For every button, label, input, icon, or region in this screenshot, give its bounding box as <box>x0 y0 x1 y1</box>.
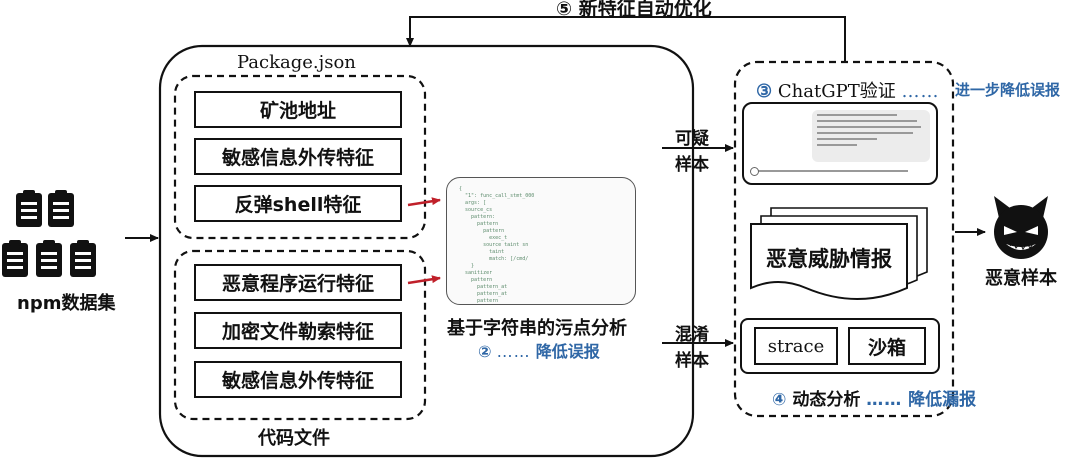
static-analysis-frame <box>158 44 695 458</box>
dynamic-num: ④ <box>772 390 787 410</box>
strace-box: strace <box>754 327 838 365</box>
package-title: Package.json <box>237 52 356 73</box>
dynamic-benefit: 降低漏报 <box>908 390 977 410</box>
feedback-label: ⑤ 新特征自动优化 <box>556 0 712 21</box>
threat-intel-label: 恶意威胁情报 <box>766 247 892 271</box>
chatgpt-text: ChatGPT验证 <box>777 81 896 102</box>
dynamic-dots: …… <box>866 390 903 410</box>
feedback-loop-arrow <box>406 16 846 62</box>
taint-label: 基于字符串的污点分析 <box>447 318 627 339</box>
chatgpt-label: ③ ChatGPT验证 …… <box>756 77 939 103</box>
dynamic-label: ④ 动态分析 …… 降低漏报 <box>772 385 976 410</box>
chat-avatar <box>750 167 759 176</box>
chat-screenshot <box>742 102 938 185</box>
suspicious-label-bottom: 样本 <box>675 155 709 175</box>
chatgpt-benefit: 进一步降低误报 <box>955 81 1061 99</box>
chat-bubble <box>812 110 930 162</box>
taint-benefit-line: ② …… 降低误报 <box>478 338 600 362</box>
feature-info-exfil-code: 敏感信息外传特征 <box>194 361 402 398</box>
devil-icon <box>994 196 1048 259</box>
feedback-text: 新特征自动优化 <box>578 0 712 20</box>
dataset-label: npm数据集 <box>17 293 116 314</box>
output-label: 恶意样本 <box>985 268 1057 289</box>
feature-ransomware: 加密文件勒索特征 <box>194 312 402 349</box>
obfuscated-label-bottom: 样本 <box>675 351 709 371</box>
suspicious-label-top: 可疑 <box>675 129 709 149</box>
taint-benefit: 降低误报 <box>535 342 600 361</box>
feature-malware-exec: 恶意程序运行特征 <box>194 264 402 301</box>
package-features-group <box>173 74 427 240</box>
code-files-label: 代码文件 <box>258 428 330 449</box>
feature-info-exfil-pkg: 敏感信息外传特征 <box>194 138 402 175</box>
taint-dots: …… <box>496 342 531 361</box>
dynamic-text: 动态分析 <box>792 390 861 410</box>
feedback-num: ⑤ <box>556 0 573 20</box>
code-features-group <box>173 249 427 421</box>
taint-num: ② <box>478 342 492 361</box>
sandbox-box: 沙箱 <box>848 327 926 365</box>
red-arrow-malware <box>407 275 441 285</box>
red-arrow-shell <box>407 197 441 207</box>
taint-code-preview: { "1": func_call_stmt_000 args: [ source… <box>446 177 636 305</box>
obfuscated-label-top: 混淆 <box>675 325 709 345</box>
chat-reply-line <box>758 170 908 172</box>
feature-mining-pool: 矿池地址 <box>194 91 402 128</box>
feature-reverse-shell: 反弹shell特征 <box>194 185 402 222</box>
dynamic-analysis-box <box>740 318 940 374</box>
clipboard-icon <box>2 190 96 277</box>
threat-intel-doc <box>750 207 928 300</box>
chatgpt-num: ③ <box>756 81 773 102</box>
code-snippet: { "1": func_call_stmt_000 args: [ source… <box>459 186 535 304</box>
chatgpt-dots: …… <box>901 81 940 102</box>
